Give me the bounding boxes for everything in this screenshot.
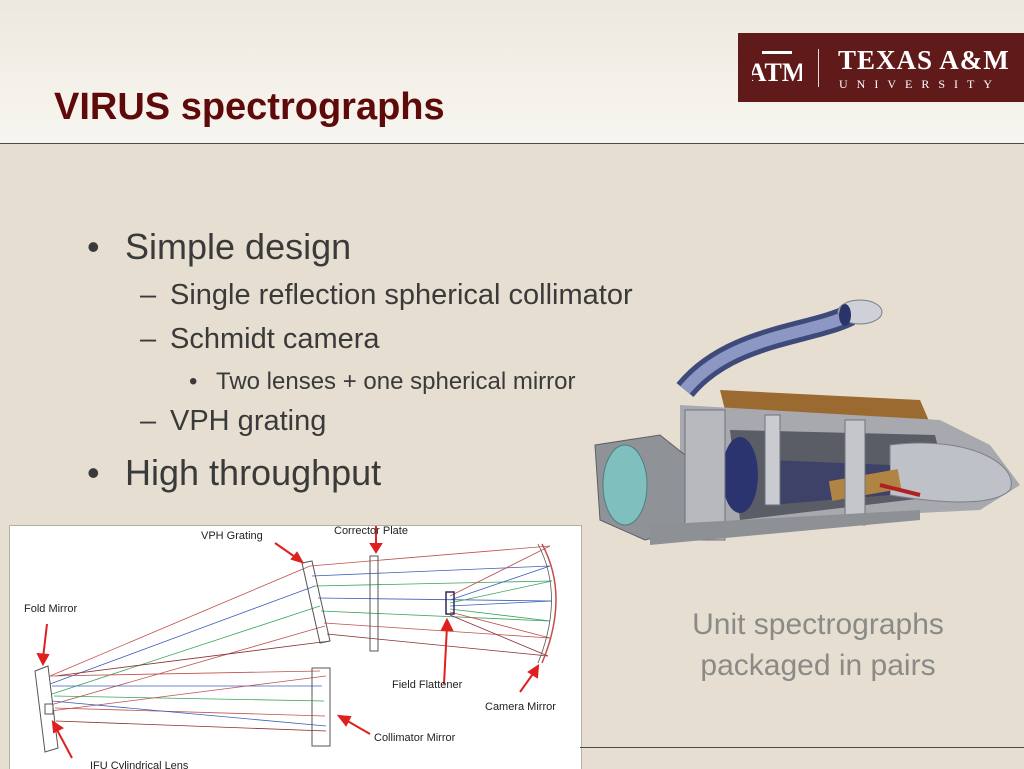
- logo-line2: UNIVERSITY: [839, 77, 1001, 91]
- subsubbullet-lenses: •Two lenses + one spherical mirror: [189, 368, 576, 395]
- label-vph-grating: VPH Grating: [201, 530, 263, 542]
- bullet-high-throughput: •High throughput: [87, 452, 382, 493]
- caption-line2: packaged in pairs: [700, 649, 936, 682]
- label-camera-mirror: Camera Mirror: [485, 701, 556, 713]
- label-corrector-plate: Corrector Plate: [334, 525, 408, 537]
- tamu-logo: ATM TEXAS A&M UNIVERSITY: [738, 33, 1024, 102]
- spectrograph-render-image: [594, 299, 1020, 545]
- vph-grating-shape: [301, 560, 331, 644]
- label-field-flattener: Field Flattener: [392, 679, 463, 691]
- subbullet-schmidt-camera: –Schmidt camera: [140, 323, 380, 355]
- fold-mirror-shape: [34, 665, 59, 753]
- footer-rule: [580, 747, 1024, 748]
- ray-bundle: [49, 545, 553, 732]
- subbullet-collimator: –Single reflection spherical collimator: [140, 279, 633, 311]
- atm-logo-icon: ATM: [752, 51, 802, 87]
- optical-layout-diagram: Corrector Plate VPH Grating Fold Mirror …: [9, 525, 582, 769]
- label-collimator-mirror: Collimator Mirror: [374, 732, 456, 744]
- logo-line1: TEXAS A&M: [838, 45, 1010, 75]
- image-caption: Unit spectrographs packaged in pairs: [660, 604, 976, 686]
- corrector-plate-shape: [369, 555, 379, 652]
- bullet-simple-design: •Simple design: [87, 226, 352, 267]
- label-ifu-lens: IFU Cylindrical Lens: [90, 760, 189, 769]
- svg-text:ATM: ATM: [752, 58, 802, 87]
- ifu-lens-shape: [44, 703, 54, 715]
- logo-separator: [818, 49, 819, 87]
- label-fold-mirror: Fold Mirror: [24, 603, 78, 615]
- ray-trace-figure: [34, 526, 557, 759]
- field-flattener-shape: [445, 591, 455, 615]
- collimator-mirror-shape: [311, 667, 331, 747]
- subbullet-vph-grating: –VPH grating: [140, 405, 327, 437]
- caption-line1: Unit spectrographs: [692, 608, 944, 641]
- label-arrows: [36, 526, 540, 759]
- camera-mirror-shape: [541, 543, 557, 664]
- slide-title: VIRUS spectrographs: [54, 86, 445, 128]
